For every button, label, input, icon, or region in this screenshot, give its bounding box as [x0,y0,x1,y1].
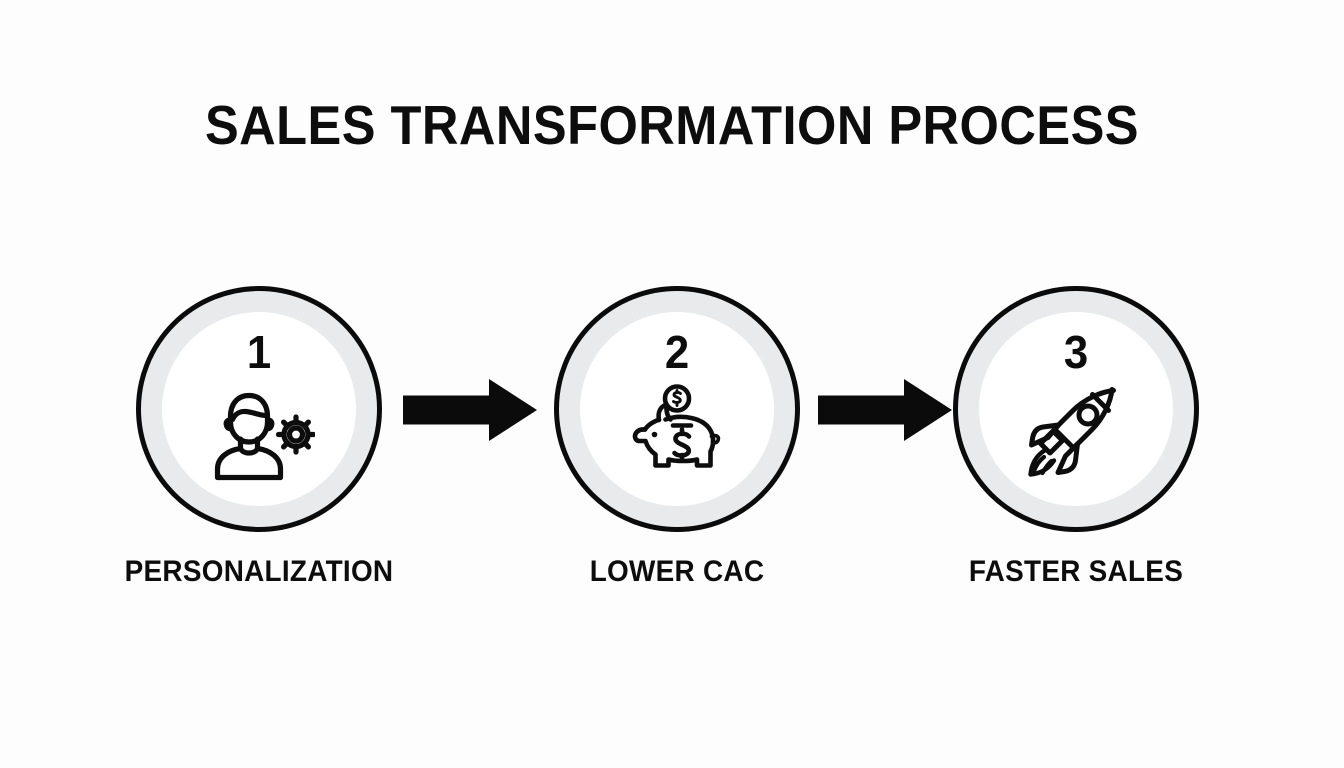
process-step-1[interactable]: 1 [125,286,393,587]
process-step-2[interactable]: 2 [554,286,800,587]
rocket-icon [1020,384,1132,484]
process-step-3[interactable]: 3 [953,286,1199,587]
step-circle-inner [162,312,356,506]
step-circle-outline [136,286,382,532]
piggy-bank-coin-icon [621,384,733,484]
step-label-2: LOWER CAC [589,555,765,588]
arrow-right-icon [403,379,537,441]
arrow-right-icon [818,379,952,441]
step-label-3: FASTER SALES [968,555,1184,588]
step-number-1: 1 [246,326,272,378]
person-gear-icon [203,384,315,484]
step-label-1: PERSONALIZATION [124,555,394,588]
step-number-2: 2 [664,326,690,378]
page-title: SALES TRANSFORMATION PROCESS [204,94,1140,156]
step-number-3: 3 [1063,326,1089,378]
